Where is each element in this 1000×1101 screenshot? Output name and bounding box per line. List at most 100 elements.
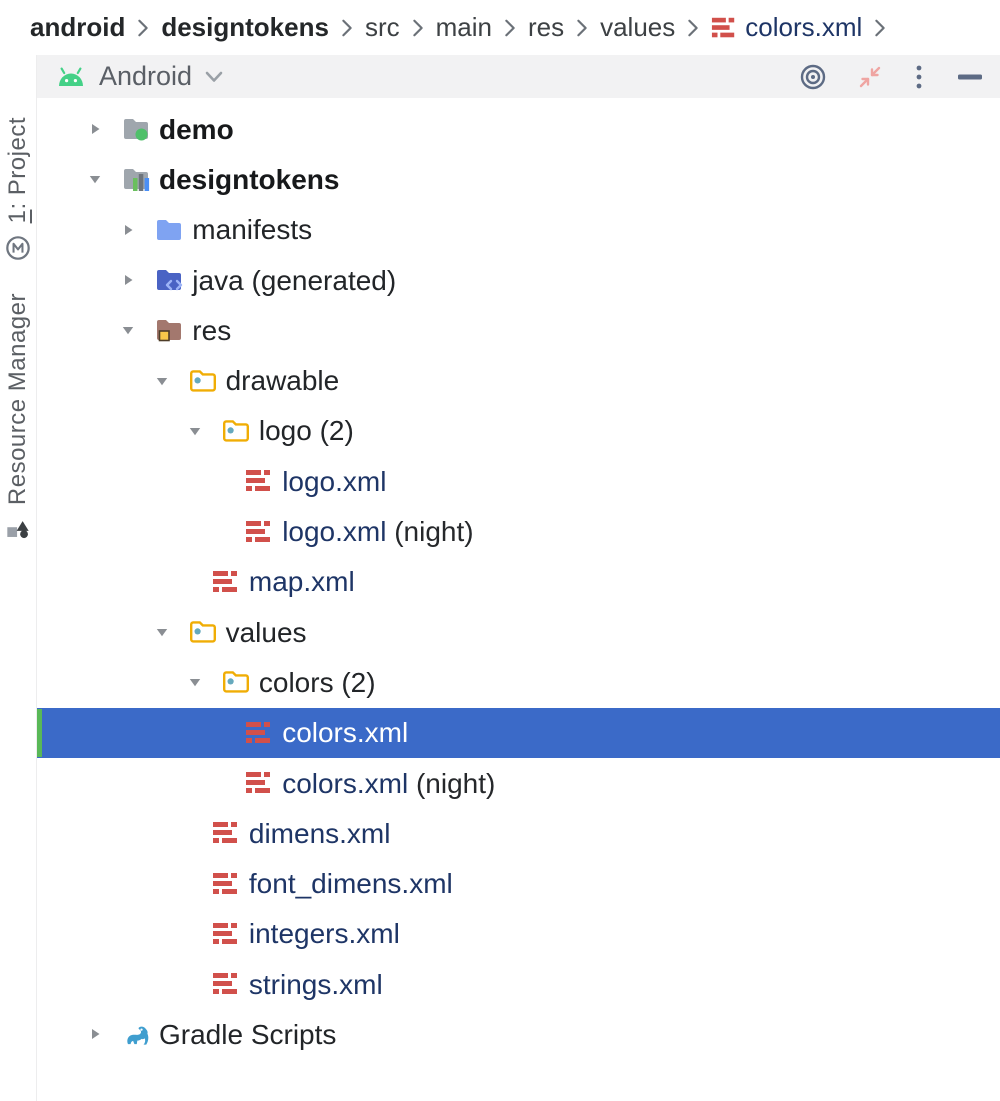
target-button[interactable] <box>799 63 827 91</box>
tree-row-logo-2[interactable]: logo (2) <box>37 406 1000 456</box>
resource-folder-icon <box>222 420 249 442</box>
breadcrumb-item-res[interactable]: res <box>528 12 564 43</box>
tree-node-qualifier: (night) <box>408 767 496 799</box>
tree-node-label: integers.xml <box>248 918 400 950</box>
breadcrumb-item-main[interactable]: main <box>436 12 492 43</box>
tree-row-integers-xml[interactable]: integers.xml <box>37 909 1000 959</box>
xml-file-icon <box>212 872 237 894</box>
tree-node-label: java (generated) <box>192 264 397 296</box>
tree-row-designtokens[interactable]: designtokens <box>37 154 1000 204</box>
expand-arrow-icon <box>125 224 133 235</box>
tool-window-header: Android <box>37 55 1000 98</box>
tree-collapse-arrow[interactable] <box>187 674 203 690</box>
tree-expand-arrow[interactable] <box>120 222 136 238</box>
tree-row-res[interactable]: res <box>37 305 1000 355</box>
hide-icon <box>958 74 982 79</box>
java-folder-icon <box>157 270 183 291</box>
xml-file-icon <box>246 520 271 542</box>
tree-collapse-arrow[interactable] <box>154 624 170 640</box>
tree-collapse-arrow[interactable] <box>87 171 103 187</box>
res-folder-icon <box>157 320 182 342</box>
view-selector-dropdown[interactable]: Android <box>55 61 224 92</box>
tree-row-colors-xml[interactable]: colors.xml <box>37 707 1000 758</box>
breadcrumb-separator <box>503 18 517 38</box>
tree-row-logo-xml[interactable]: logo.xml <box>37 456 1000 506</box>
more-options-icon <box>916 65 922 88</box>
breadcrumb: android designtokens src main res values… <box>0 0 1000 55</box>
tree-row-gradle-scripts[interactable]: Gradle Scripts <box>37 1009 1000 1059</box>
xml-file-icon <box>246 772 271 793</box>
expand-arrow-icon <box>92 124 100 135</box>
tree-node-label: logo.xml <box>282 516 387 548</box>
project-tool-window: 1: Project Resource Manager Android <box>0 55 1000 1101</box>
tree-collapse-arrow[interactable] <box>154 373 170 389</box>
tree-expand-arrow[interactable] <box>87 1026 103 1042</box>
breadcrumb-item-colors-xml[interactable]: colors.xml <box>711 12 862 43</box>
tree-row-demo[interactable]: demo <box>37 104 1000 154</box>
resource-folder-icon <box>189 369 216 392</box>
tree-row-colors-2[interactable]: colors (2) <box>37 657 1000 707</box>
collapse-arrow-icon <box>189 427 201 436</box>
chevron-down-icon <box>205 71 223 82</box>
tree-row-logo-xml[interactable]: logo.xml (night) <box>37 506 1000 556</box>
tree-node-label: logo.xml <box>282 465 387 497</box>
breadcrumb-label: res <box>527 12 565 42</box>
collapse-arrow-icon <box>156 629 167 637</box>
module-folder-icon <box>124 119 148 141</box>
tree-row-dimens-xml[interactable]: dimens.xml <box>37 808 1000 858</box>
more-options-button[interactable] <box>913 63 925 91</box>
project-panel-content: Android demo <box>37 55 1000 1101</box>
tree-row-colors-xml[interactable]: colors.xml (night) <box>37 758 1000 808</box>
breadcrumb-item-android[interactable]: android <box>30 12 125 43</box>
breadcrumb-label: colors.xml <box>745 12 863 42</box>
tree-row-values[interactable]: values <box>37 607 1000 657</box>
breadcrumb-separator <box>136 18 150 38</box>
tree-node-label: res <box>192 314 232 346</box>
collapse-button[interactable] <box>858 65 882 89</box>
breadcrumb-item-values[interactable]: values <box>600 12 675 43</box>
resource-manager-icon <box>7 521 29 539</box>
chevron-right-icon <box>577 19 587 36</box>
xml-file-icon <box>246 470 271 492</box>
tree-node-label: colors.xml <box>282 717 409 749</box>
tree-node-label: manifests <box>192 214 313 246</box>
library-module-icon <box>124 169 150 192</box>
tree-collapse-arrow[interactable] <box>187 423 203 439</box>
xml-file-icon <box>212 973 237 995</box>
chevron-right-icon <box>412 19 423 36</box>
xml-file-icon <box>212 922 237 944</box>
tree-node-qualifier: (night) <box>386 516 474 548</box>
tree-row-strings-xml[interactable]: strings.xml <box>37 959 1000 1009</box>
collapse-arrow-icon <box>89 176 101 184</box>
tree-row-java-generated[interactable]: java (generated) <box>37 255 1000 305</box>
breadcrumb-item-designtokens[interactable]: designtokens <box>161 12 329 43</box>
tree-row-font-dimens-xml[interactable]: font_dimens.xml <box>37 858 1000 908</box>
tree-row-map-xml[interactable]: map.xml <box>37 557 1000 607</box>
tree-row-manifests[interactable]: manifests <box>37 205 1000 255</box>
xml-file-icon <box>712 17 735 37</box>
tool-strip-tab-label: Resource Manager <box>4 293 31 506</box>
tree-node-label: demo <box>159 113 234 145</box>
chevron-right-icon <box>688 19 698 36</box>
xml-file-icon <box>246 721 271 743</box>
chevron-right-icon <box>138 19 149 36</box>
view-selector-label: Android <box>99 61 193 91</box>
project-tool-icon <box>6 236 30 261</box>
tree-collapse-arrow[interactable] <box>120 322 136 338</box>
breadcrumb-item-src[interactable]: src <box>365 12 400 43</box>
tree-node-label: values <box>225 616 307 648</box>
breadcrumb-separator <box>340 18 354 38</box>
tree-node-label: colors (2) <box>258 666 376 698</box>
tree-row-drawable[interactable]: drawable <box>37 355 1000 405</box>
tree-expand-arrow[interactable] <box>120 272 136 288</box>
tree-node-label: map.xml <box>248 566 355 598</box>
tool-window-strip: 1: Project Resource Manager <box>0 55 37 1101</box>
tree-node-label: Gradle Scripts <box>159 1018 337 1050</box>
hide-button[interactable] <box>956 72 984 82</box>
tool-strip-tab-resource-manager[interactable]: Resource Manager <box>0 293 36 543</box>
xml-file-icon <box>212 570 237 592</box>
breadcrumb-label: src <box>364 12 400 42</box>
tool-strip-tab-project[interactable]: 1: Project <box>0 117 36 261</box>
tree-expand-arrow[interactable] <box>87 121 103 137</box>
breadcrumb-separator <box>575 18 589 38</box>
